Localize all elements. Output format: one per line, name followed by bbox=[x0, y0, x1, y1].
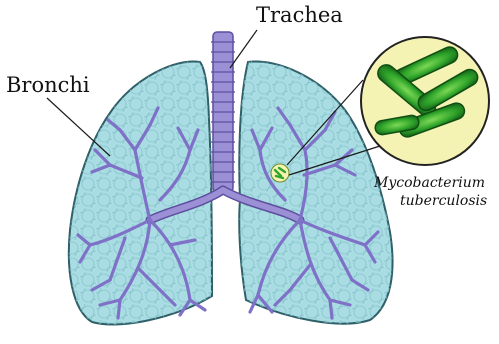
bacterium-label-line2: tuberculosis bbox=[400, 193, 487, 209]
bacterium-label-line1: Mycobacterium bbox=[373, 175, 485, 191]
bronchi-label: Bronchi bbox=[6, 73, 90, 97]
trachea bbox=[211, 32, 235, 192]
trachea-label: Trachea bbox=[256, 3, 343, 27]
magnified-bacteria-view bbox=[361, 37, 489, 165]
left-lung bbox=[69, 61, 212, 324]
infection-spot bbox=[271, 164, 289, 182]
